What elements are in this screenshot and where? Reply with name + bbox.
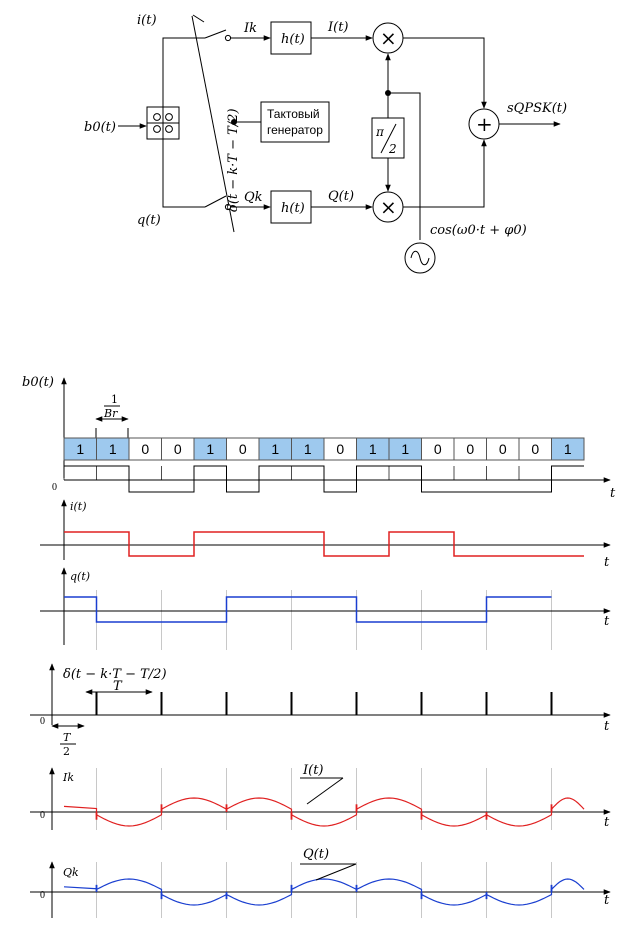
delta-pulses [95, 692, 553, 715]
bit-value: 1 [564, 441, 572, 457]
q-axis-label: q(t) [70, 570, 90, 583]
bit-value: 1 [206, 441, 214, 457]
T2-label-den: 2 [63, 745, 70, 758]
label-i-branch: i(t) [137, 13, 157, 28]
bit-value: 1 [109, 441, 117, 457]
top-to-adder-line [403, 37, 487, 109]
Qk-t-label: t [604, 893, 610, 908]
bit-value: 0 [531, 441, 539, 457]
I-waveform [63, 797, 585, 827]
q-t-label: t [604, 614, 610, 629]
q-nrz-line [64, 596, 552, 623]
b0-zero-label: 0 [52, 482, 57, 493]
I-curve-label: I(t) [302, 763, 324, 778]
bit-value: 0 [499, 441, 507, 457]
Ik-axis-label: Ik [62, 771, 74, 784]
i-axis-label: i(t) [70, 500, 87, 513]
label-I-signal: I(t) [327, 20, 349, 35]
T2-label-num: T [63, 731, 72, 744]
bit-value: 1 [271, 441, 279, 457]
top-multiplier-symbol: × [380, 26, 397, 50]
b0-axis-label: b0(t) [22, 375, 54, 390]
bit-value: 0 [174, 441, 182, 457]
Qk-zero-label: 0 [40, 890, 45, 901]
label-ik: Ik [243, 21, 257, 36]
clock-generator-label-1: Тактовый [267, 107, 320, 121]
bit-value: 0 [466, 441, 474, 457]
Ik-t-label: t [604, 815, 610, 830]
i-branch-line [162, 37, 205, 107]
delta-axis-label: δ(t − k·T − T/2) [63, 667, 167, 682]
bit-value: 0 [336, 441, 344, 457]
phase-shifter-slash [380, 123, 397, 154]
filter-h-top [270, 21, 312, 55]
I-filtered-line [63, 797, 585, 827]
bit-value: 1 [369, 441, 377, 457]
timing-diagrams: b0(t) 1 Br 1 1 0 0 1 0 1 1 0 1 1 0 0 0 0 1 0 t i(t) t q… [22, 375, 616, 918]
i-t-label: t [604, 555, 610, 570]
sampling-switch-bar [191, 15, 235, 233]
Q-curve-pointer [315, 863, 357, 881]
b0-t-label: t [610, 486, 616, 501]
clock-generator-label-2: генератор [267, 123, 323, 137]
Q-curve-label: Q(t) [303, 847, 329, 862]
top-switch-contact [224, 34, 232, 42]
Ik-zero-label: 0 [40, 810, 45, 821]
adder-symbol: + [476, 112, 493, 136]
bottom-to-adder-line [403, 139, 487, 208]
delta-zero-label: 0 [40, 716, 45, 727]
bit-value: 0 [239, 441, 247, 457]
label-output: sQPSK(t) [507, 101, 567, 116]
gridlines [96, 590, 552, 918]
carrier-feed-line [388, 92, 421, 240]
phase-shifter-den: 2 [388, 142, 397, 156]
label-delta-rotated: δ(t − k·T − T/2) [226, 108, 241, 212]
block-diagram: b0(t) i(t) q(t) δ(t − k·T − T/2) Тактовы… [84, 13, 567, 274]
i-waveform [64, 531, 584, 557]
top-switch-blade [204, 29, 227, 39]
bottom-switch-blade [204, 195, 227, 208]
b0-waveform [63, 465, 584, 493]
sampling-switch-arrowhead [192, 14, 205, 23]
I-curve-pointer [306, 777, 344, 805]
filter-h-bottom [270, 190, 312, 224]
q-waveform [64, 596, 552, 623]
br-label-den: Br [103, 407, 118, 420]
label-Q-signal: Q(t) [328, 189, 354, 204]
q-branch-line [162, 139, 205, 208]
label-q-branch: q(t) [137, 213, 161, 228]
bit-value: 0 [141, 441, 149, 457]
bit-cell [551, 437, 585, 461]
phase-shifter-block [371, 117, 405, 159]
bit-value: 1 [76, 441, 84, 457]
Q-filtered-line [63, 878, 585, 906]
bit-value: 1 [401, 441, 409, 457]
T-label: T [113, 679, 123, 694]
phase-shifter-num: π [375, 125, 385, 139]
bottom-multiplier-symbol: × [380, 195, 397, 219]
Q-waveform [63, 878, 585, 906]
Qk-axis-label: Qk [63, 866, 79, 879]
label-carrier: cos(ω0·t + φ0) [430, 223, 527, 238]
bit-value: 0 [434, 441, 442, 457]
sine-wave-icon [410, 250, 430, 266]
filter-h-bottom-label: h(t) [281, 201, 305, 216]
delta-t-label: t [604, 719, 610, 734]
i-nrz-line [64, 531, 584, 557]
label-b0-input: b0(t) [84, 120, 116, 135]
demux-block-dots [147, 107, 179, 139]
bit-value: 1 [304, 441, 312, 457]
clock-generator-block [260, 101, 330, 143]
filter-h-top-label: h(t) [281, 32, 305, 47]
bit-cells: 1 1 0 0 1 0 1 1 0 1 1 0 0 0 0 1 [63, 437, 585, 461]
label-qk: Qk [244, 190, 263, 205]
br-label-num: 1 [111, 393, 118, 406]
